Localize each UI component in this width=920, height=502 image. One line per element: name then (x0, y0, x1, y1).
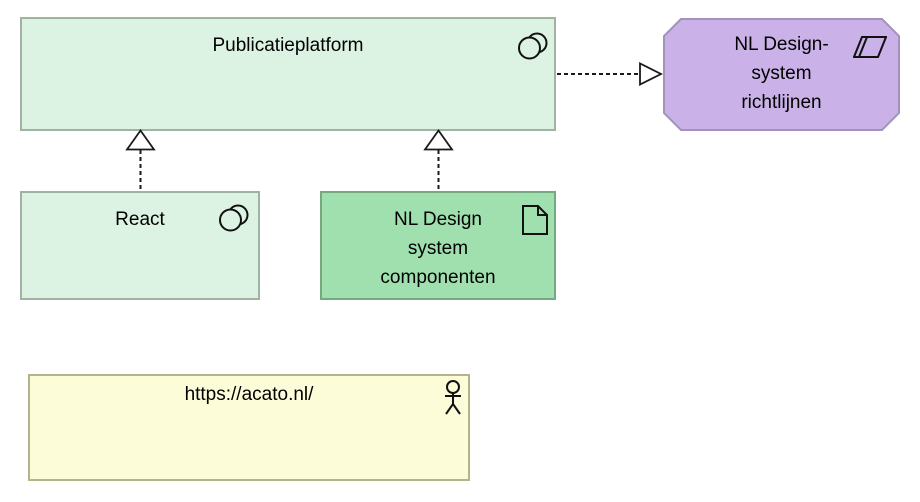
realization-publicatieplatform-to-richtlijnen[interactable] (557, 62, 664, 86)
realization-react-to-publicatieplatform[interactable] (125, 128, 156, 191)
node-acato-label: https://acato.nl/ (184, 384, 314, 405)
collaboration-icon (518, 32, 548, 60)
node-componenten-label: NL Design system componenten (380, 209, 496, 288)
document-icon (522, 205, 548, 235)
node-publicatieplatform[interactable]: Publicatieplatform (20, 17, 556, 131)
collaboration-icon (219, 204, 249, 232)
node-richtlijnen-label: NL Design- system richtlijnen (734, 34, 829, 113)
node-acato[interactable]: https://acato.nl/ (28, 374, 470, 481)
node-react-label: React (115, 209, 165, 230)
realization-componenten-to-publicatieplatform[interactable] (423, 128, 454, 191)
node-publicatieplatform-label: Publicatieplatform (212, 35, 364, 56)
parallelogram-icon (853, 36, 887, 58)
node-nl-design-system-richtlijnen[interactable]: NL Design- system richtlijnen (663, 18, 900, 131)
node-nl-design-system-componenten[interactable]: NL Design system componenten (320, 191, 556, 300)
node-react[interactable]: React (20, 191, 260, 300)
octagon-shape (663, 18, 900, 131)
actor-icon (445, 380, 461, 415)
